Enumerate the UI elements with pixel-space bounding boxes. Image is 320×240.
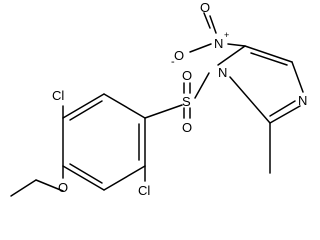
charge-plus: + [224,30,229,40]
molecule-drawing: Cl Cl O S O O N N N + O O - [10,0,307,198]
bond [62,93,105,119]
bond [103,93,146,119]
atom-label-n-nitro: N [214,36,223,51]
bond [209,15,217,34]
double-bond-inner [250,52,288,66]
bond [103,165,146,191]
bond [62,165,105,191]
atom-label-n-ring-1: N [218,65,227,80]
double-bond-inner [69,100,103,121]
atom-label-o-nitro-upper: O [200,0,210,15]
charge-minus: - [171,56,175,68]
bond [244,45,293,63]
bond [144,104,183,119]
atom-label-n-ring-3: N [298,93,307,108]
bond [229,76,271,124]
bond [10,179,37,197]
benzene-ring [62,93,146,191]
atom-label-o-sulfonyl-lower: O [182,120,192,135]
bond [189,43,212,53]
bond [227,43,246,47]
atom-label-cl-lower: Cl [138,183,150,198]
bond [269,105,301,124]
bond [194,72,210,99]
bond [203,12,211,29]
atom-label-o-nitro-lower: O [174,48,184,63]
imidazole-ring [217,45,304,124]
atom-label-o-ether: O [58,180,68,195]
bond [291,61,304,93]
double-bond-inner [69,163,103,184]
atom-label-o-sulfonyl-upper: O [182,68,192,83]
atom-label-s: S [182,94,191,109]
structure-diagram: Cl Cl O S O O N N N + O O - [10,0,307,198]
bond [217,45,246,66]
bond [35,179,64,192]
double-bond-inner [269,100,296,117]
atom-label-cl-upper: Cl [52,88,64,103]
